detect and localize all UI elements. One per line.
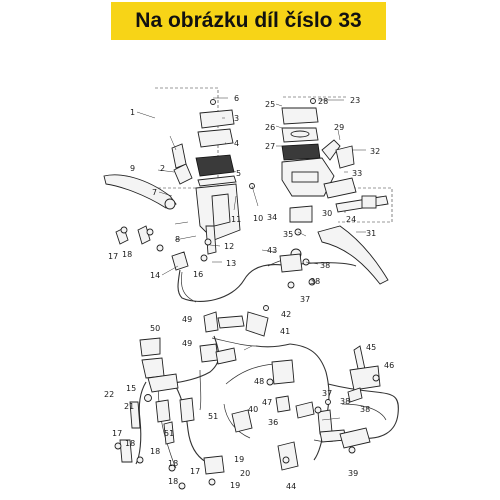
label-10: 10: [253, 214, 263, 223]
label-38b: 38: [310, 277, 320, 286]
label-14: 14: [150, 271, 160, 280]
label-5: 5: [236, 169, 241, 178]
label-8: 8: [175, 235, 180, 244]
label-30: 30: [322, 209, 332, 218]
label-49: 49: [182, 315, 192, 324]
left-reservoir-cap: [199, 109, 235, 129]
middle-fittings: [199, 253, 310, 365]
right-clamp: [289, 205, 313, 223]
label-19b: 19: [230, 481, 240, 490]
right-diaphragm: [281, 143, 321, 161]
label-43: 43: [267, 246, 277, 255]
label-25: 25: [265, 100, 275, 109]
label-49b: 49: [182, 339, 192, 348]
label-15: 15: [126, 384, 136, 393]
label-27: 27: [265, 142, 275, 151]
left-diaphragm: [195, 154, 235, 177]
lower-left-fittings: [114, 337, 225, 490]
brake-hoses: [135, 257, 399, 469]
label-38c: 38: [340, 397, 350, 406]
label-2: 2: [160, 164, 165, 173]
label-34: 34: [267, 213, 277, 222]
label-35: 35: [283, 230, 293, 239]
label-28: 28: [318, 97, 328, 106]
label-32: 32: [370, 147, 380, 156]
left-cap-plate: [197, 128, 234, 148]
label-50: 50: [150, 324, 160, 333]
label-45: 45: [366, 343, 376, 352]
label-18d: 18: [168, 459, 178, 468]
label-51: 51: [208, 412, 218, 421]
leader-lines: [136, 97, 366, 421]
label-21: 21: [124, 402, 134, 411]
label-47: 47: [262, 398, 272, 407]
right-master-cylinder: [281, 98, 389, 289]
label-18: 18: [122, 250, 132, 259]
label-19: 19: [234, 455, 244, 464]
label-12: 12: [224, 242, 234, 251]
label-36: 36: [268, 418, 278, 427]
right-lower-box: [338, 187, 393, 223]
label-51b: 51: [164, 429, 174, 438]
label-40: 40: [248, 405, 258, 414]
label-29: 29: [334, 123, 344, 132]
label-17b: 17: [112, 429, 122, 438]
label-31: 31: [366, 229, 376, 238]
left-master-cylinder: [103, 99, 255, 255]
label-48: 48: [254, 377, 264, 386]
label-22: 22: [104, 390, 114, 399]
label-46: 46: [384, 361, 394, 370]
title-banner: Na obrázku díl číslo 33: [111, 2, 386, 40]
right-reservoir-cap: [281, 107, 319, 125]
label-42: 42: [281, 310, 291, 319]
label-16: 16: [193, 270, 203, 279]
part-labels-repeat: 49 38 38 38 37 17 17 18 18 18 18 51 19: [112, 277, 370, 490]
label-4: 4: [234, 139, 239, 148]
label-9: 9: [130, 164, 135, 173]
label-38d: 38: [360, 405, 370, 414]
lower-right-fittings: [231, 345, 381, 471]
label-3: 3: [234, 114, 239, 123]
label-11: 11: [231, 215, 241, 224]
label-7: 7: [152, 188, 157, 197]
label-18c: 18: [150, 447, 160, 456]
label-6: 6: [234, 94, 239, 103]
part-labels: 1 2 3 4 5 6 7 8 9 10 11 12 13 14 15 16 1…: [104, 94, 394, 491]
label-26: 26: [265, 123, 275, 132]
label-20: 20: [240, 469, 250, 478]
label-38: 38: [320, 261, 330, 270]
label-18b: 18: [125, 439, 135, 448]
label-37: 37: [300, 295, 310, 304]
left-fittings: [115, 225, 208, 271]
label-18e: 18: [168, 477, 178, 486]
label-24: 24: [346, 215, 356, 224]
label-17: 17: [108, 252, 118, 261]
label-17c: 17: [190, 467, 200, 476]
label-39: 39: [348, 469, 358, 478]
label-23: 23: [350, 96, 360, 105]
right-brake-switch: [323, 177, 357, 199]
label-44: 44: [286, 482, 296, 491]
label-41: 41: [280, 327, 290, 336]
label-33: 33: [352, 169, 362, 178]
label-1: 1: [130, 108, 135, 117]
label-13: 13: [226, 259, 236, 268]
label-37b: 37: [322, 389, 332, 398]
right-lever: [317, 225, 389, 285]
